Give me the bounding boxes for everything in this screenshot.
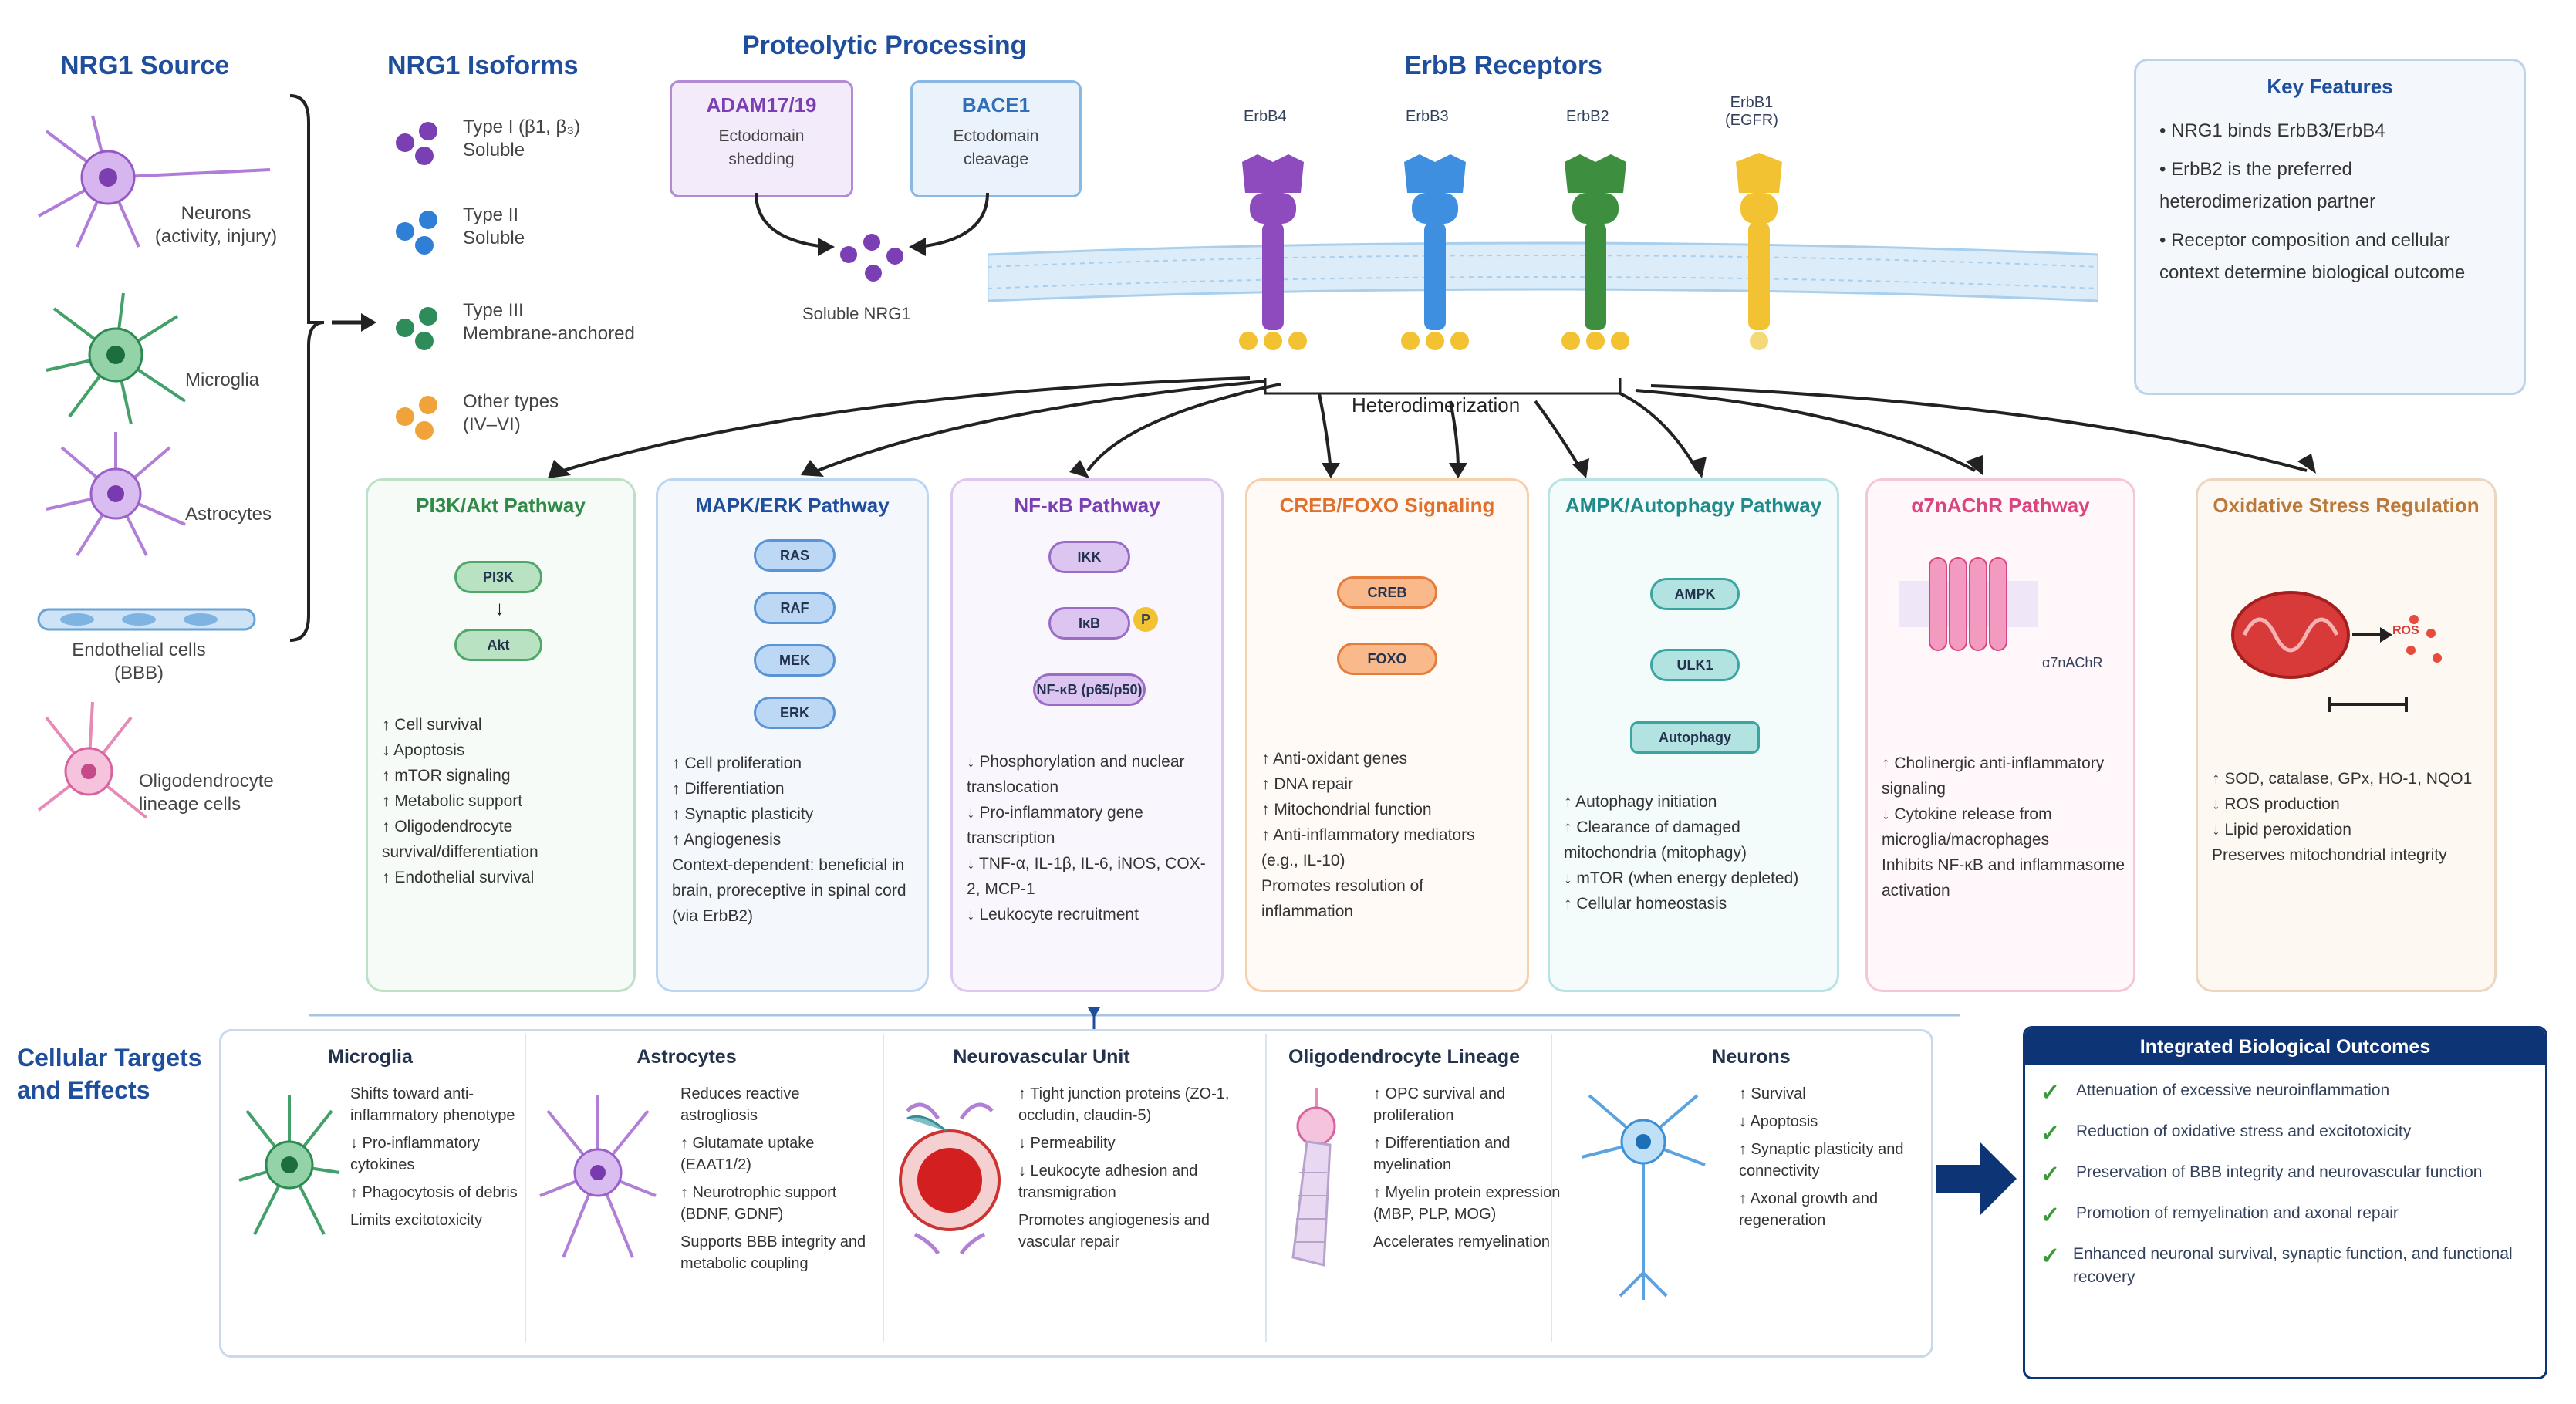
receptor-erbb3-label: ErbB3 <box>1406 108 1449 125</box>
source-microglia: Microglia <box>185 370 260 390</box>
isoform-dots <box>396 122 437 440</box>
receptor-erbb2-label: ErbB2 <box>1566 108 1609 125</box>
target-neurons-title: Neurons <box>1712 1046 1791 1068</box>
source-cells-art <box>37 115 271 819</box>
a7nachr-channel-icon <box>1899 557 2038 651</box>
outcome-list: ✓ Attenuation of excessive neuroinflamma… <box>2041 1079 2534 1289</box>
processing-arrows <box>755 193 989 282</box>
receptors-header: ErbB Receptors <box>1404 51 1602 80</box>
node-ras: RAS <box>754 539 836 572</box>
target-nvu-title: Neurovascular Unit <box>953 1046 1130 1068</box>
target-astrocyte-icon <box>539 1095 657 1258</box>
node-ampk: AMPK <box>1650 578 1740 610</box>
type2-dots <box>396 211 437 255</box>
receptor-erbb2-icon <box>1561 154 1629 350</box>
target-neuron-icon <box>1581 1094 1706 1300</box>
divider <box>1551 1034 1552 1342</box>
ros-label: ROS <box>2392 624 2419 637</box>
node-pi3k: PI3K <box>454 561 542 593</box>
source-bracket <box>289 94 376 642</box>
pathway-card-creb: CREB/FOXO Signaling CREB FOXO ↑ Anti-oxi… <box>1245 478 1529 992</box>
node-raf: RAF <box>754 592 836 624</box>
outcomes-box: Integrated Biological Outcomes ✓ Attenua… <box>2023 1026 2547 1379</box>
enzyme-bace1: BACE1 Ectodomain cleavage <box>910 80 1082 197</box>
receptor-erbb1-label: ErbB1 (EGFR) <box>1725 94 1778 129</box>
target-microglia-title: Microglia <box>328 1046 413 1068</box>
target-oligodendrocyte-icon <box>1291 1088 1336 1267</box>
key-features-box: Key Features • NRG1 binds ErbB3/ErbB4 • … <box>2134 59 2526 395</box>
check-icon: ✓ <box>2041 1244 2061 1269</box>
outcome-item: ✓ Promotion of remyelination and axonal … <box>2041 1203 2399 1228</box>
type3-dots <box>396 307 437 350</box>
cell-membrane <box>988 241 2098 302</box>
type1-dots <box>396 122 437 165</box>
target-neurovascular-icon <box>899 1102 1001 1255</box>
outcome-item: ✓ Enhanced neuronal survival, synaptic f… <box>2041 1243 2534 1289</box>
outcome-item: ✓ Preservation of BBB integrity and neur… <box>2041 1162 2483 1187</box>
node-foxo: FOXO <box>1337 643 1437 675</box>
isoform-other: Other types(IV–VI) <box>463 391 559 435</box>
big-right-arrow-icon <box>1936 1142 2017 1216</box>
check-icon: ✓ <box>2041 1162 2061 1187</box>
node-autophagy: Autophagy <box>1630 721 1760 754</box>
pathway-card-oxidative: Oxidative Stress Regulation ROS ↑ SOD, c… <box>2196 478 2497 992</box>
node-nfkb: NF-κB (p65/p50) <box>1033 673 1146 706</box>
pathway-arrows <box>548 376 2316 478</box>
nrg1-isoforms-header: NRG1 Isoforms <box>387 51 579 80</box>
target-microglia-icon <box>238 1095 340 1235</box>
receptor-erbb4-icon <box>1239 154 1307 350</box>
source-neurons: Neurons (activity, injury) <box>154 203 278 247</box>
processing-header: Proteolytic Processing <box>742 31 1027 60</box>
receptor-erbb4-label: ErbB4 <box>1244 108 1287 125</box>
node-ikb: IκB <box>1048 607 1130 640</box>
check-icon: ✓ <box>2041 1203 2061 1228</box>
divider <box>525 1034 526 1342</box>
pathway-card-nfkb: NF-κB Pathway IKK IκB P NF-κB (p65/p50) … <box>950 478 1224 992</box>
outcomes-title: Integrated Biological Outcomes <box>2025 1028 2545 1065</box>
node-creb: CREB <box>1337 576 1437 609</box>
source-oligodendrocyte: Oligodendrocyte lineage cells <box>139 771 274 815</box>
soluble-nrg1-label: Soluble NRG1 <box>802 304 911 323</box>
outcome-item: ✓ Attenuation of excessive neuroinflamma… <box>2041 1080 2390 1105</box>
a7nachr-label: α7nAChR <box>2042 655 2103 670</box>
key-feature-item: • Receptor composition and cellular cont… <box>2159 230 2466 283</box>
node-akt: Akt <box>454 629 542 661</box>
targets-panel <box>219 1029 1933 1358</box>
nrg1-source-header: NRG1 Source <box>60 51 230 80</box>
check-icon: ✓ <box>2041 1121 2061 1146</box>
cellular-targets-header: Cellular Targets and Effects <box>17 1044 202 1104</box>
source-endothelial: Endothelial cells (BBB) <box>72 640 206 683</box>
pathway-card-ampk: AMPK/Autophagy Pathway AMPK ULK1 Autopha… <box>1548 478 1839 992</box>
key-feature-item: • NRG1 binds ErbB3/ErbB4 <box>2159 120 2385 141</box>
key-feature-item: • ErbB2 is the preferred heterodimerizat… <box>2159 159 2376 212</box>
node-ulk1: ULK1 <box>1650 649 1740 681</box>
divider <box>1265 1034 1267 1342</box>
isoform-type1: Type I (β1, β₃)Soluble <box>463 116 581 160</box>
node-ikk: IKK <box>1048 541 1130 573</box>
node-erk: ERK <box>754 697 836 729</box>
pathway-card-a7nachr: α7nAChR Pathway α7nAChR ↑ Cholinergic an… <box>1865 478 2135 992</box>
receptor-erbb3-icon <box>1401 154 1469 350</box>
arrow-down-icon: ↓ <box>495 596 505 619</box>
pathway-to-target-connector <box>309 1007 1960 1031</box>
outcome-item: ✓ Reduction of oxidative stress and exci… <box>2041 1121 2412 1146</box>
mitochondrion-icon <box>2231 591 2442 712</box>
endothelial-cells-icon <box>37 608 256 631</box>
target-oligo-title: Oligodendrocyte Lineage <box>1288 1046 1521 1068</box>
divider <box>883 1034 884 1342</box>
other-dots <box>396 396 437 440</box>
heterodimerization-label: Heterodimerization <box>1352 393 1521 417</box>
receptor-erbb1-icon <box>1736 153 1782 350</box>
source-astrocytes: Astrocytes <box>185 504 272 525</box>
soluble-nrg1-dots <box>840 234 903 282</box>
node-mek: MEK <box>754 644 836 677</box>
pathway-card-pi3k: PI3K/Akt Pathway PI3K ↓ Akt ↑ Cell survi… <box>366 478 636 992</box>
pathway-card-mapk: MAPK/ERK Pathway RAS RAF MEK ERK ↑ Cell … <box>656 478 929 992</box>
check-icon: ✓ <box>2041 1080 2061 1105</box>
phospho-icon: P <box>1133 607 1158 632</box>
target-astrocytes-title: Astrocytes <box>636 1046 737 1068</box>
enzyme-adam: ADAM17/19 Ectodomain shedding <box>670 80 853 197</box>
